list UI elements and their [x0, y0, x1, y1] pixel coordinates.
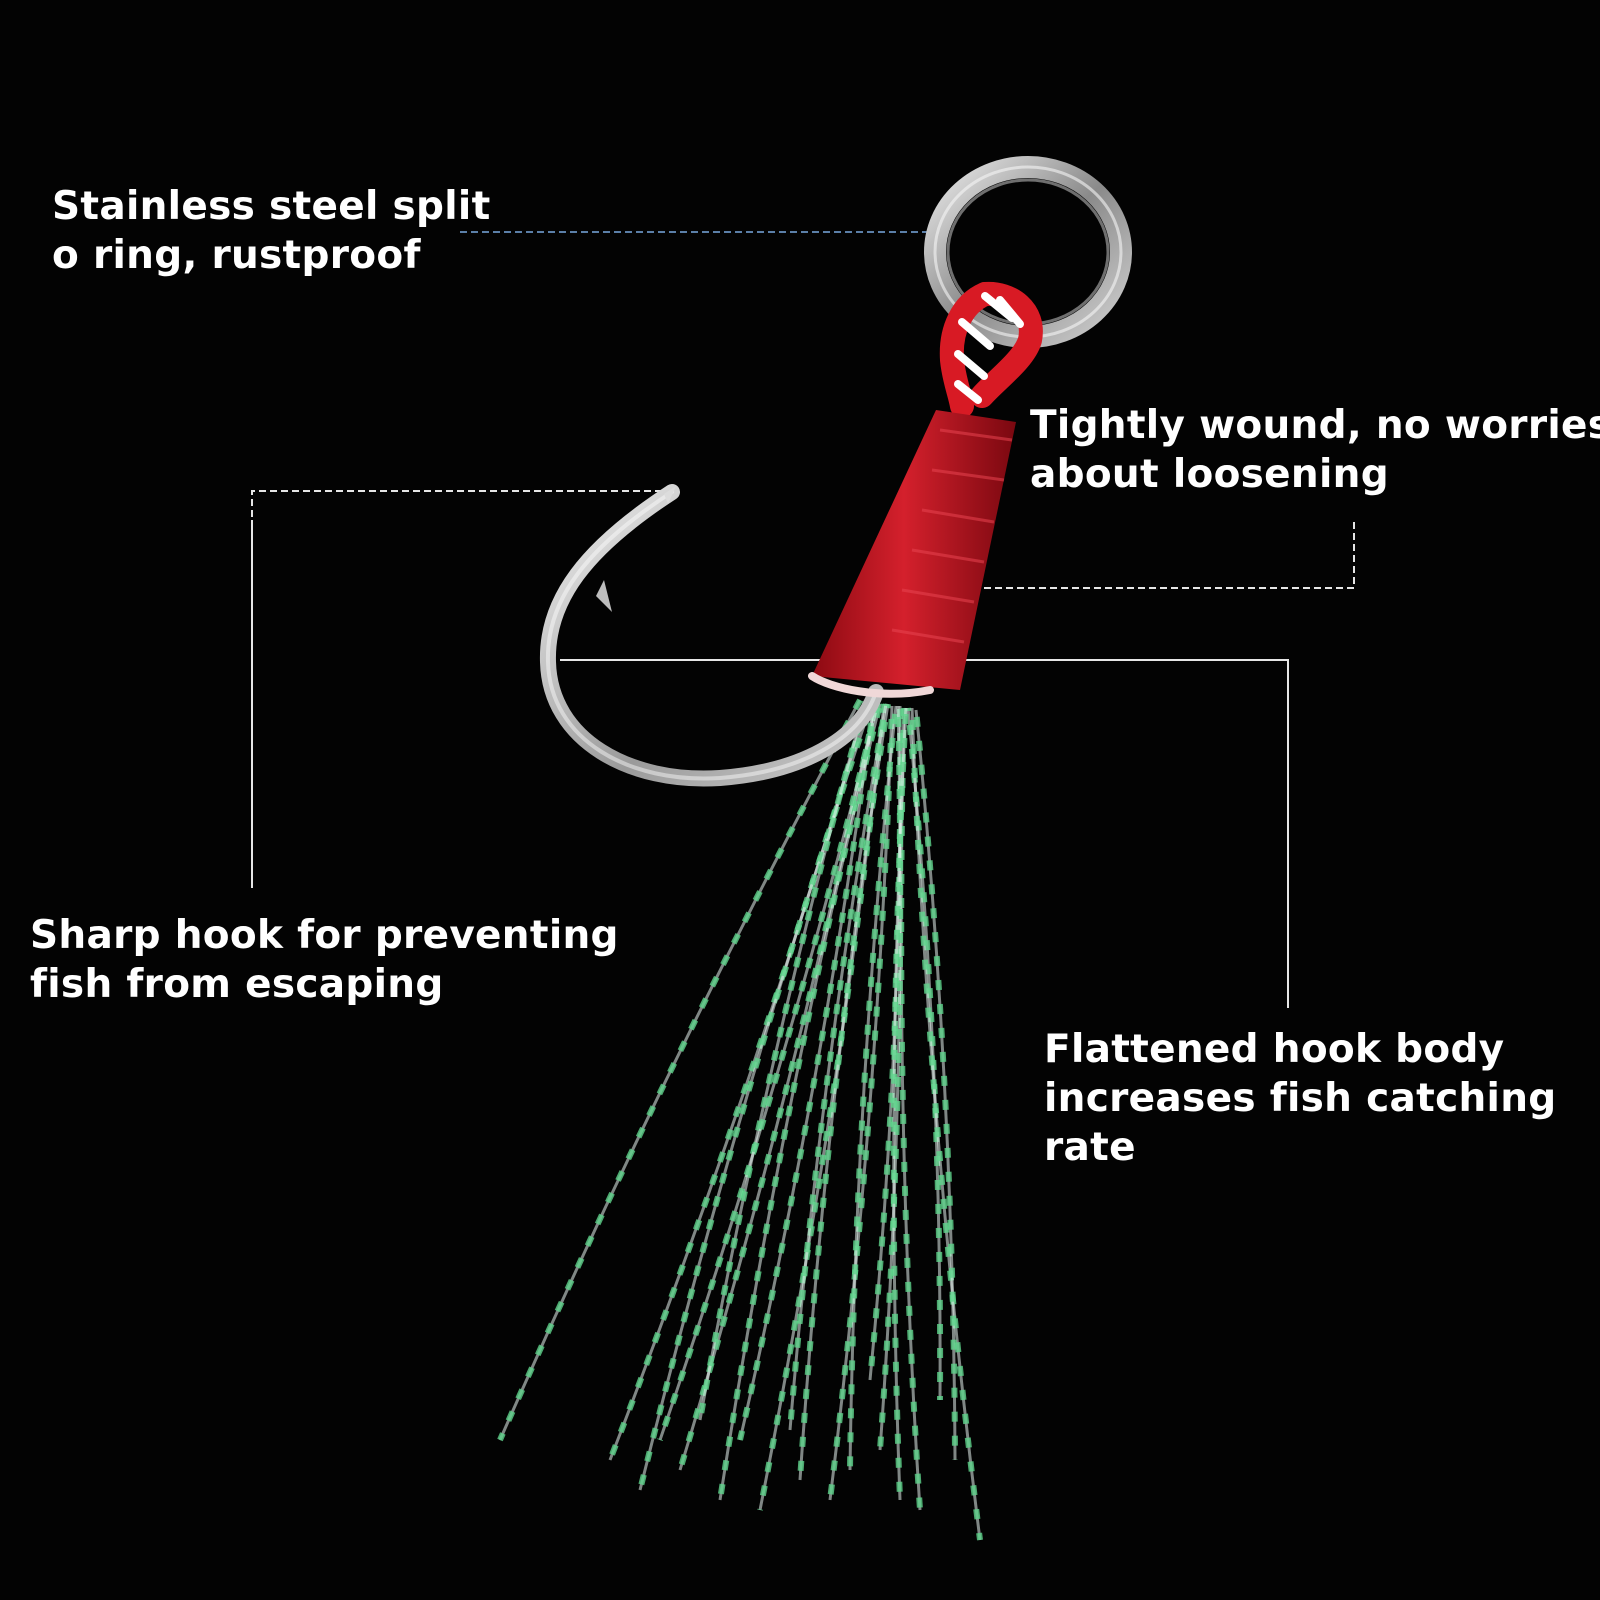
callout-flattened-body-line2: increases fish catching	[1044, 1076, 1557, 1121]
callout-flattened-body: Flattened hook body increases fish catch…	[1044, 1025, 1557, 1172]
thread-wrap	[808, 410, 1016, 698]
callout-tightly-wound-line1: Tightly wound, no worries	[1030, 403, 1600, 448]
braided-assist-line	[939, 281, 1043, 418]
flash-strand-sparkle	[497, 698, 863, 1442]
callout-split-ring-line1: Stainless steel split	[52, 184, 491, 229]
flash-strand-sparkle	[890, 707, 909, 1501]
flash-strand-sparkle	[877, 705, 904, 1451]
flash-strand-sparkle	[657, 701, 881, 1441]
hook-point	[664, 486, 676, 504]
hook-barb	[596, 580, 612, 612]
flash-strand	[738, 701, 876, 1441]
callout-split-ring-line2: o ring, rustproof	[52, 233, 421, 278]
hook	[539, 484, 884, 787]
callout-sharp-hook: Sharp hook for preventing fish from esca…	[30, 911, 619, 1009]
callout-sharp-hook-line2: fish from escaping	[30, 962, 444, 1007]
callout-tightly-wound-line2: about loosening	[1030, 452, 1389, 497]
flash-strand	[788, 703, 888, 1431]
flash-strand-sparkle	[697, 699, 869, 1421]
flash-strand-sparkle	[677, 701, 879, 1471]
flash-strand	[718, 703, 882, 1501]
flash-strand-sparkle	[913, 709, 958, 1461]
flash-skirt	[497, 698, 983, 1541]
flash-strand-sparkle	[797, 703, 891, 1481]
flash-strand-sparkle	[757, 703, 887, 1511]
leader-flat	[560, 659, 1289, 1008]
leader-wound	[940, 518, 1355, 589]
flash-strand-sparkle	[847, 705, 899, 1471]
leader-lines	[251, 231, 1355, 1008]
flash-strand-sparkle	[867, 705, 904, 1381]
flash-strand-sparkle	[909, 707, 983, 1541]
callout-split-ring: Stainless steel split o ring, rustproof	[52, 182, 491, 280]
callout-flattened-body-line1: Flattened hook body	[1044, 1027, 1505, 1072]
callout-tightly-wound: Tightly wound, no worries about loosenin…	[1030, 401, 1600, 499]
callout-sharp-hook-line1: Sharp hook for preventing	[30, 913, 619, 958]
callout-flattened-body-line3: rate	[1044, 1125, 1136, 1170]
flash-strand-sparkle	[827, 705, 895, 1501]
